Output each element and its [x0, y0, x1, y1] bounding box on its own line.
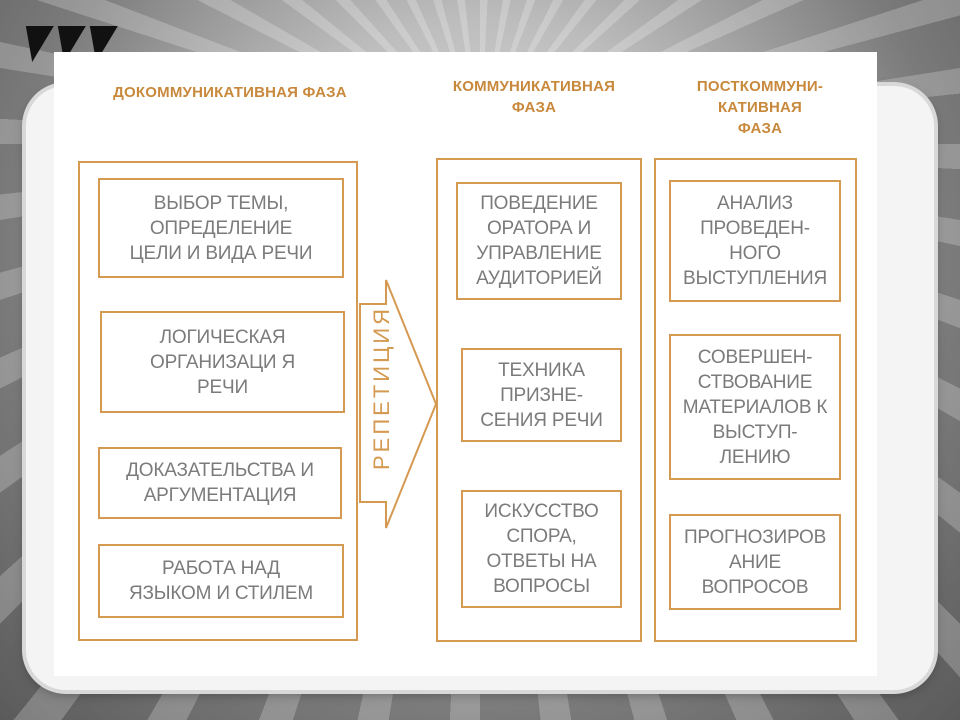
comm-phase-title: КОММУНИКАТИВНАЯ ФАЗА	[452, 78, 616, 116]
post-box-forecast: ПРОГНОЗИРОВ АНИЕ ВОПРОСОВ	[669, 514, 841, 610]
post-box-improvement: СОВЕРШЕН- СТВОВАНИЕ МАТЕРИАЛОВ К ВЫСТУП-…	[669, 334, 841, 480]
pre-box-language: РАБОТА НАД ЯЗЫКОМ И СТИЛЕМ	[98, 544, 344, 618]
comm-box-debate: ИСКУССТВО СПОРА, ОТВЕТЫ НА ВОПРОСЫ	[461, 490, 622, 608]
pre-box-logic: ЛОГИЧЕСКАЯ ОРГАНИЗАЦИ Я РЕЧИ	[100, 311, 345, 413]
comm-box-behavior: ПОВЕДЕНИЕ ОРАТОРА И УПРАВЛЕНИЕ АУДИТОРИЕ…	[456, 182, 622, 300]
pre-box-topic: ВЫБОР ТЕМЫ, ОПРЕДЕЛЕНИЕ ЦЕЛИ И ВИДА РЕЧИ	[98, 178, 344, 278]
pre-phase-title: ДОКОММУНИКАТИВНАЯ ФАЗА	[113, 84, 347, 101]
repetition-arrow	[359, 279, 438, 529]
diagram-panel: ДОКОММУНИКАТИВНАЯ ФАЗА КОММУНИКАТИВНАЯ Ф…	[54, 52, 877, 676]
arrow-triangle-icon	[18, 26, 54, 62]
comm-box-technique: ТЕХНИКА ПРИЗНЕ- СЕНИЯ РЕЧИ	[461, 348, 622, 442]
post-box-analysis: АНАЛИЗ ПРОВЕДЕН- НОГО ВЫСТУПЛЕНИЯ	[669, 180, 841, 302]
pre-box-arguments: ДОКАЗАТЕЛЬСТВА И АРГУМЕНТАЦИЯ	[98, 447, 342, 519]
repetition-label: РЕПЕТИЦИЯ	[369, 305, 394, 470]
post-phase-title: ПОСТКОММУНИ- КАТИВНАЯ ФАЗА	[696, 78, 824, 137]
